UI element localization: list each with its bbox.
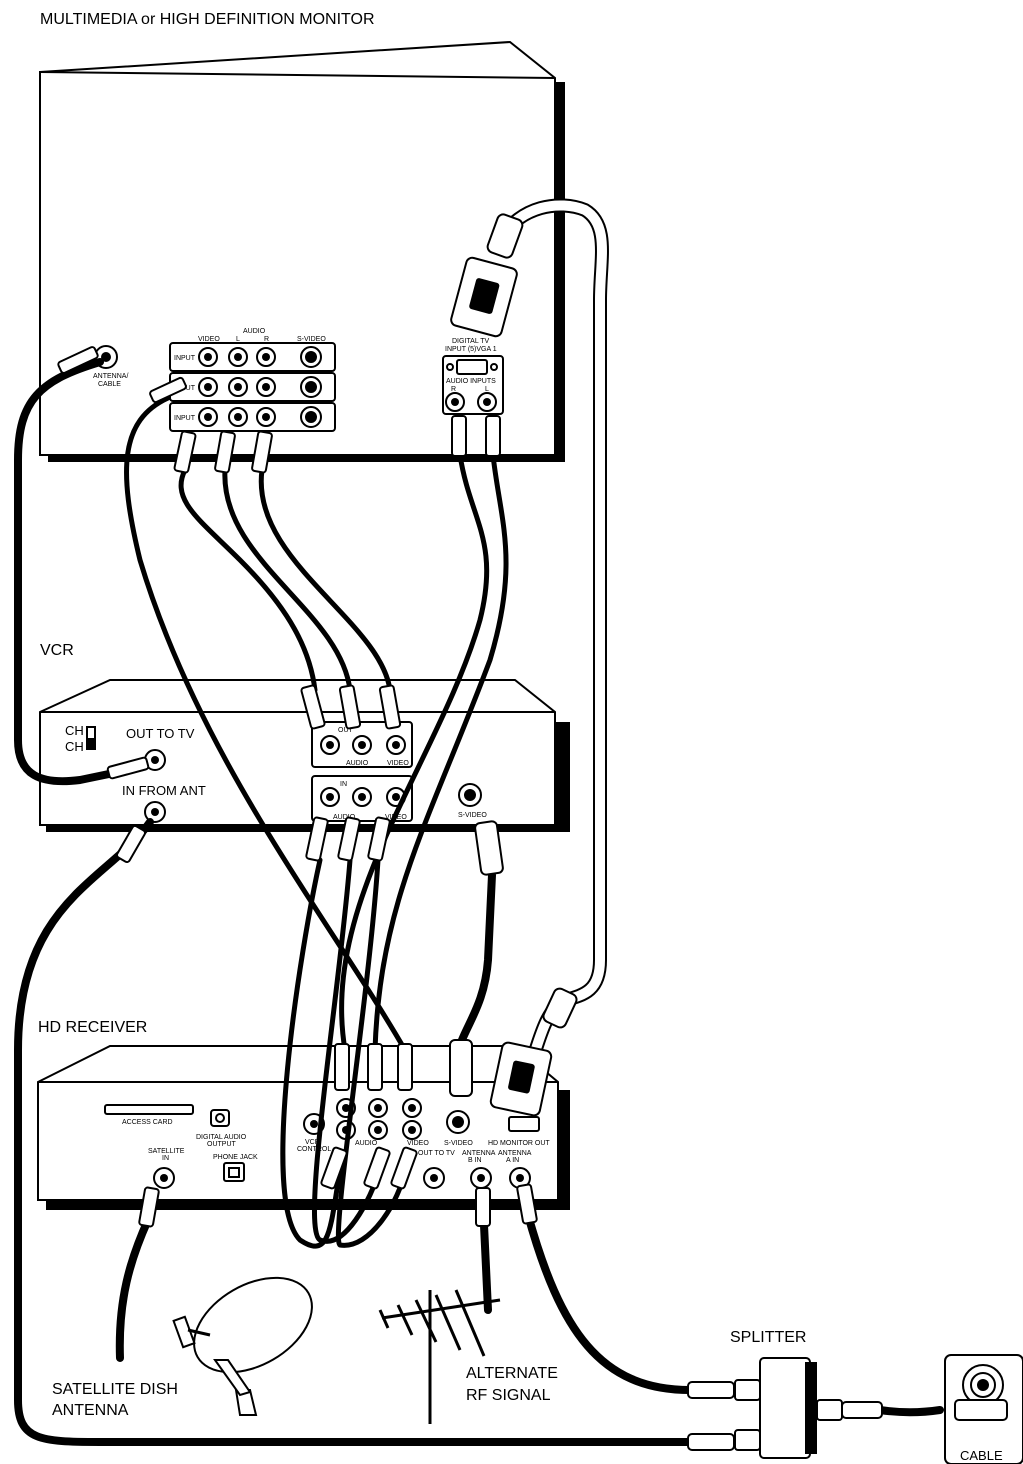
av-cable-monitor-to-vcr-3 — [258, 467, 393, 693]
monitor: ANTENNA/ CABLE AUDIO VIDEO L R S-VIDEO I… — [39, 40, 565, 462]
vcr-av-out-panel: OUT AUDIO VIDEO — [311, 721, 413, 768]
receiver-av-jacks: R L AUDIO VIDEO — [336, 1098, 429, 1147]
vcr-title: VCR — [40, 642, 74, 659]
svg-text:R: R — [451, 386, 456, 393]
svg-text:AUDIO: AUDIO — [355, 1140, 378, 1147]
audio-cable-1 — [339, 452, 490, 1053]
antenna-b-in-jack: ANTENNA B IN — [462, 1150, 496, 1189]
svg-text:IN FROM ANT: IN FROM ANT — [122, 783, 206, 798]
svg-text:OUTPUT: OUTPUT — [207, 1141, 237, 1148]
coax-splitter-to-vcr — [14, 818, 694, 1446]
svg-text:IN: IN — [162, 1155, 169, 1162]
monitor-av-input-panel: AUDIO VIDEO L R S-VIDEO INPUT INPUT INPU… — [169, 328, 336, 432]
svg-text:VCR: VCR — [305, 1139, 320, 1146]
svg-text:CH: CH — [65, 739, 84, 754]
coax-antenna-a-to-splitter — [524, 1211, 694, 1394]
satellite-dish — [172, 1276, 313, 1416]
digital-audio-output-port: DIGITAL AUDIO OUTPUT — [196, 1109, 247, 1148]
svg-text:VIDEO: VIDEO — [407, 1140, 429, 1147]
vcr-svideo-jack: S-VIDEO — [458, 783, 487, 819]
svg-text:IN: IN — [340, 781, 347, 788]
svg-text:ANTENNA: ANTENNA — [498, 1150, 532, 1157]
satellite-label-2: ANTENNA — [52, 1402, 129, 1419]
plugs — [57, 213, 578, 1228]
vga-port — [456, 359, 488, 375]
monitor-svideo-jacks — [300, 346, 322, 428]
svideo-cable — [458, 871, 496, 1044]
audio-cable-2 — [372, 452, 509, 1053]
svg-text:INPUT (5)VGA 1: INPUT (5)VGA 1 — [445, 346, 497, 353]
svg-text:A IN: A IN — [506, 1157, 519, 1164]
svg-text:OUT: OUT — [338, 727, 354, 734]
svg-text:DIGITAL TV: DIGITAL TV — [452, 338, 490, 345]
svg-text:VIDEO: VIDEO — [387, 760, 409, 767]
svg-text:INPUT: INPUT — [174, 355, 196, 362]
av-cable-monitor-to-vcr-1 — [178, 467, 318, 693]
receiver-svideo-jack: S-VIDEO — [444, 1110, 473, 1147]
vga-connector-monitor — [450, 213, 524, 338]
satellite-label-1: SATELLITE DISH — [52, 1381, 178, 1398]
av-cable-vcr-in-1 — [280, 857, 343, 1249]
av-cable-vcr-in-3 — [335, 857, 408, 1248]
coax-vcr-to-monitor — [14, 358, 132, 786]
svg-text:ANTENNA/: ANTENNA/ — [93, 373, 128, 380]
vcr-av-in-panel: IN AUDIO VIDEO — [311, 775, 413, 822]
splitter-label: SPLITTER — [730, 1329, 806, 1346]
svg-text:R: R — [264, 336, 269, 343]
av-cable-monitor-to-vcr-2 — [222, 467, 353, 693]
hd-receiver-title: HD RECEIVER — [38, 1019, 147, 1036]
av-audio-label: AUDIO — [243, 328, 266, 335]
coax-wall-to-splitter — [876, 1406, 944, 1417]
svg-text:OUT TO TV: OUT TO TV — [418, 1150, 455, 1157]
svg-text:S-VIDEO: S-VIDEO — [444, 1140, 473, 1147]
cable-label: CABLE — [960, 1448, 1003, 1463]
splitter — [687, 1357, 883, 1459]
satellite-in-jack: SATELLITE IN — [148, 1148, 185, 1189]
vcr-in-from-ant-jack — [144, 801, 166, 823]
vcr-out-to-tv-jack — [144, 749, 166, 771]
svg-text:INPUT: INPUT — [174, 415, 196, 422]
svg-text:ACCESS CARD: ACCESS CARD — [122, 1119, 173, 1126]
alt-rf-label-1: ALTERNATE — [466, 1365, 558, 1382]
svg-text:L: L — [236, 336, 240, 343]
alt-rf-label-2: RF SIGNAL — [466, 1387, 551, 1404]
rf-antenna — [378, 1289, 501, 1424]
antenna-a-in-jack: ANTENNA A IN — [498, 1150, 532, 1189]
svg-text:SATELLITE: SATELLITE — [148, 1148, 185, 1155]
monitor-title: MULTIMEDIA or HIGH DEFINITION MONITOR — [40, 11, 375, 28]
svg-text:CABLE: CABLE — [98, 381, 121, 388]
svg-text:OUT TO TV: OUT TO TV — [126, 726, 195, 741]
svg-text:L: L — [485, 386, 489, 393]
receiver-out-to-tv-jack: OUT TO TV — [418, 1150, 455, 1189]
av-cable-vcr-in-2 — [311, 857, 383, 1244]
svg-text:CONTROL: CONTROL — [297, 1146, 331, 1153]
cable-wall-outlet — [944, 1354, 1023, 1464]
svg-text:DIGITAL AUDIO: DIGITAL AUDIO — [196, 1134, 247, 1141]
svg-text:B IN: B IN — [468, 1157, 482, 1164]
svg-text:ANTENNA: ANTENNA — [462, 1150, 496, 1157]
svg-text:PHONE JACK: PHONE JACK — [213, 1154, 258, 1161]
phone-jack: PHONE JACK — [213, 1154, 258, 1182]
access-card-slot — [104, 1104, 194, 1115]
svg-text:S-VIDEO: S-VIDEO — [297, 336, 326, 343]
hd-monitor-out-port: HD MONITOR OUT — [488, 1116, 550, 1147]
monitor-rca-jacks — [198, 347, 276, 427]
satellite-cable — [115, 1216, 152, 1362]
svg-text:CH: CH — [65, 723, 84, 738]
vga-connector-receiver — [489, 987, 578, 1117]
svg-text:HD MONITOR OUT: HD MONITOR OUT — [488, 1140, 550, 1147]
svg-text:AUDIO: AUDIO — [333, 814, 356, 821]
svg-text:S-VIDEO: S-VIDEO — [458, 812, 487, 819]
hd-receiver: ACCESS CARD DIGITAL AUDIO OUTPUT PHONE J… — [37, 1045, 570, 1210]
monitor-digital-input-panel: DIGITAL TV INPUT (5)VGA 1 AUDIO INPUTS R… — [442, 338, 504, 415]
svg-text:VIDEO: VIDEO — [198, 336, 220, 343]
alt-rf-cable — [480, 1221, 492, 1314]
svg-text:AUDIO: AUDIO — [346, 760, 369, 767]
svg-text:AUDIO INPUTS: AUDIO INPUTS — [446, 378, 496, 385]
